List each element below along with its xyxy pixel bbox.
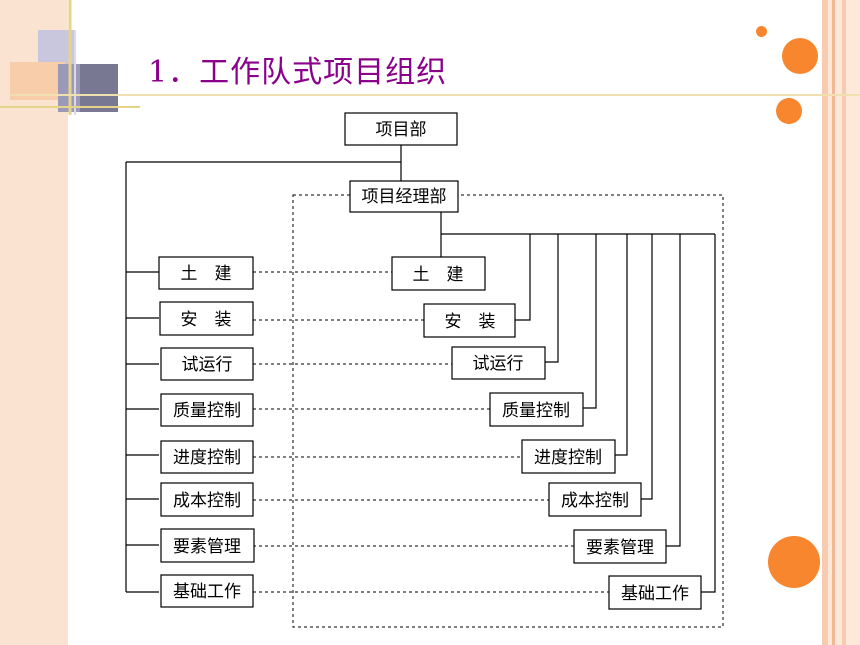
left-box-4: 进度控制	[160, 440, 254, 474]
right-decorative-stripes	[822, 0, 860, 645]
right-box-label: 进度控制	[534, 448, 602, 468]
right-box-5: 成本控制	[548, 482, 642, 517]
right-box-label: 质量控制	[502, 401, 570, 421]
right-box-label: 成本控制	[561, 491, 629, 511]
right-box-6: 要素管理	[573, 529, 667, 564]
project-manager-label: 项目经理部	[362, 187, 447, 207]
right-box-7: 基础工作	[608, 575, 702, 610]
left-box-3: 质量控制	[160, 393, 254, 427]
left-box-2: 试运行	[160, 347, 254, 381]
project-department-label: 项目部	[376, 120, 427, 140]
right-box-label: 要素管理	[586, 538, 654, 558]
project-manager-box: 项目经理部	[349, 180, 459, 213]
left-box-label: 成本控制	[173, 491, 241, 511]
right-box-label: 安 装	[445, 312, 496, 332]
right-box-label: 土 建	[413, 265, 464, 285]
orange-dot-medium	[776, 98, 802, 124]
slide-title: 1．工作队式项目组织	[148, 55, 448, 90]
right-box-2: 试运行	[451, 346, 546, 380]
left-box-7: 基础工作	[160, 574, 254, 608]
left-box-label: 进度控制	[173, 448, 241, 468]
left-box-label: 试运行	[182, 355, 233, 375]
left-box-label: 安 装	[181, 310, 232, 330]
left-box-label: 要素管理	[173, 537, 241, 557]
left-box-label: 质量控制	[173, 401, 241, 421]
orange-dot-bottom	[768, 536, 820, 588]
orange-dot-small	[756, 26, 767, 37]
orange-dot-large	[782, 38, 818, 74]
left-box-5: 成本控制	[160, 482, 254, 517]
right-box-0: 土 建	[391, 256, 486, 291]
right-box-4: 进度控制	[521, 439, 616, 474]
right-box-label: 基础工作	[621, 584, 689, 604]
right-box-1: 安 装	[423, 303, 516, 338]
right-box-label: 试运行	[473, 354, 524, 374]
left-box-label: 基础工作	[173, 582, 241, 602]
right-box-3: 质量控制	[489, 392, 584, 427]
left-box-1: 安 装	[159, 301, 254, 336]
left-box-label: 土 建	[181, 264, 232, 284]
left-box-6: 要素管理	[160, 528, 255, 563]
left-box-0: 土 建	[158, 256, 254, 290]
project-department-box: 项目部	[344, 112, 458, 146]
